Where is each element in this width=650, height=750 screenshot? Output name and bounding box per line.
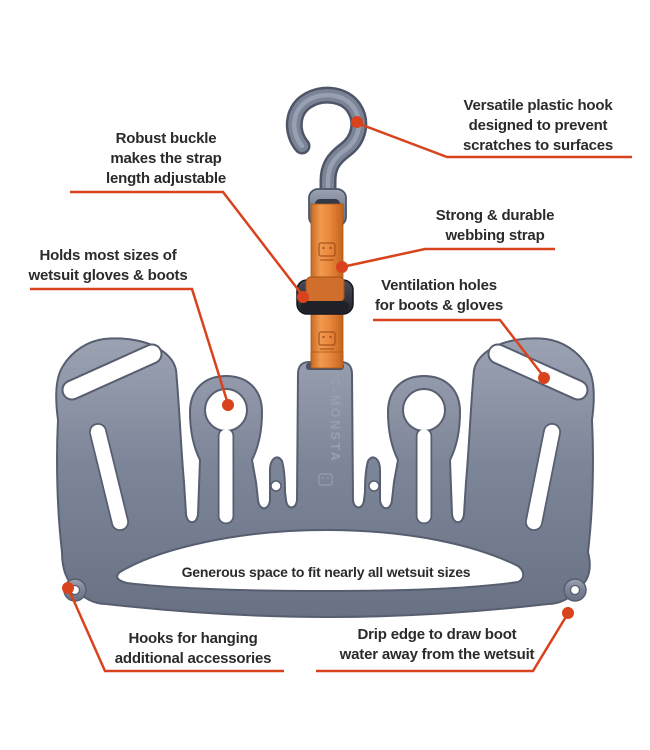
dot-ventilation <box>538 372 550 384</box>
callout-buckle: Robust buckle makes the strap length adj… <box>106 130 226 187</box>
arm-vent-slots <box>89 423 561 531</box>
wetsuit-opening <box>116 528 525 593</box>
callout-dots <box>62 116 574 619</box>
leader-buckle <box>70 190 304 297</box>
leader-ventilation <box>373 318 545 378</box>
callout-plastic-hook: Versatile plastic hook designed to preve… <box>462 97 614 154</box>
dot-plastic-hook <box>351 116 363 128</box>
callout-ventilation: Ventilation holes for boots & gloves <box>374 277 504 314</box>
leader-gloves-boots <box>30 287 230 405</box>
embossed-brand-text: C-MONSTA <box>328 377 342 463</box>
callout-gloves-boots: Holds most sizes of wetsuit gloves & boo… <box>28 247 188 284</box>
leader-drip-edge <box>316 614 569 673</box>
glove-keyholes <box>204 388 446 525</box>
strap-print-logo <box>318 242 336 350</box>
cam-buckle <box>296 276 354 315</box>
finger-hook-notch-left <box>270 480 282 492</box>
leader-webbing-strap <box>341 247 555 269</box>
callout-wetsuit-space: Generous space to fit nearly all wetsuit… <box>181 564 471 580</box>
dot-accessory-hooks <box>62 582 74 594</box>
webbing-strap <box>296 203 354 369</box>
hanger-body: C-MONSTA <box>55 337 595 618</box>
finger-hook-notch-right <box>368 480 380 492</box>
leader-accessory-hooks <box>67 589 284 673</box>
embossed-brand-logo <box>318 473 333 486</box>
dot-drip-edge <box>562 607 574 619</box>
arm-top-slots <box>61 343 589 401</box>
leader-plastic-hook <box>356 121 632 159</box>
dot-buckle <box>297 291 309 303</box>
callout-webbing-strap: Strong & durable webbing strap <box>435 207 555 244</box>
dot-gloves-boots <box>222 399 234 411</box>
callout-accessory-hooks: Hooks for hanging additional accessories <box>114 630 272 667</box>
callout-leader-lines <box>30 121 632 673</box>
dot-webbing-strap <box>336 261 348 273</box>
callout-drip-edge: Drip edge to draw boot water away from t… <box>339 626 535 663</box>
